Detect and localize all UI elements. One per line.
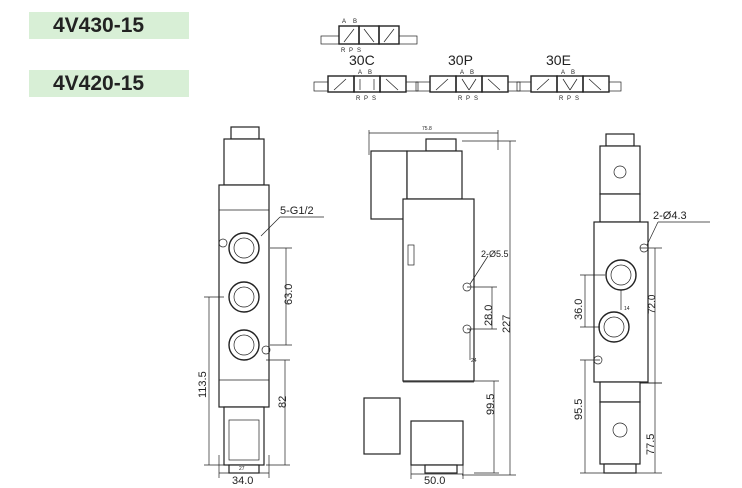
symbol-4v430: A B R P S [320,19,418,54]
port-p-label: P [364,96,368,102]
symbol-30c: A B R P S [313,70,419,102]
port-p-label: P [466,96,470,102]
port-b-label: B [353,19,357,25]
symbol-label-30p: 30P [448,52,473,68]
port-s-label: S [575,96,579,102]
dim-82: 82 [277,396,289,408]
dim-top: 75.8 [422,126,432,132]
dim-50: 50.0 [424,475,445,487]
dim-227: 227 [501,315,513,333]
port-p-label: P [349,48,353,54]
port-p-label: P [567,96,571,102]
dim-95: 95.5 [573,399,585,420]
dim-99: 99.5 [485,394,497,415]
port-size-callout: 5-G1/2 [280,205,314,217]
port-b-label: B [368,70,372,76]
dim-small-24: 24 [471,358,477,364]
dim-28: 28.0 [483,305,495,326]
port-r-label: R [341,48,346,54]
dim-113: 113.5 [197,371,209,398]
front-view: 5-G1/2 63.0 113.5 82 27 34.0 [197,126,324,487]
port-a-label: A [358,70,362,76]
dim-72: 72.0 [647,294,658,314]
dim-63: 63.0 [283,284,295,305]
rear-view: 2-Ø4.3 36.0 14 72.0 95.5 77.5 [573,133,710,474]
dim-77: 77.5 [645,434,657,455]
side-view: 75.8 2-Ø5.5 28.0 227 24 99.5 50.0 [363,126,516,487]
hole-callout-43: 2-Ø4.3 [653,210,687,222]
dim-small-27: 27 [239,466,245,472]
symbol-label-30c: 30C [349,52,375,68]
port-a-label: A [460,70,464,76]
port-r-label: R [559,96,564,102]
dim-small-14: 14 [624,306,630,312]
dim-36: 36.0 [573,299,585,320]
symbol-30p: A B R P S [415,70,521,102]
symbol-label-30e: 30E [546,52,571,68]
port-b-label: B [571,70,575,76]
model-label-4v420: 4V420-15 [29,70,189,97]
port-s-label: S [474,96,478,102]
port-a-label: A [342,19,346,25]
symbol-30e: A B R P S [516,70,622,102]
port-r-label: R [356,96,361,102]
port-a-label: A [561,70,565,76]
hole-callout-55: 2-Ø5.5 [481,249,509,259]
port-b-label: B [470,70,474,76]
port-s-label: S [357,48,361,54]
port-s-label: S [372,96,376,102]
dim-34: 34.0 [232,475,253,487]
port-r-label: R [458,96,463,102]
model-label-4v430: 4V430-15 [29,12,189,39]
